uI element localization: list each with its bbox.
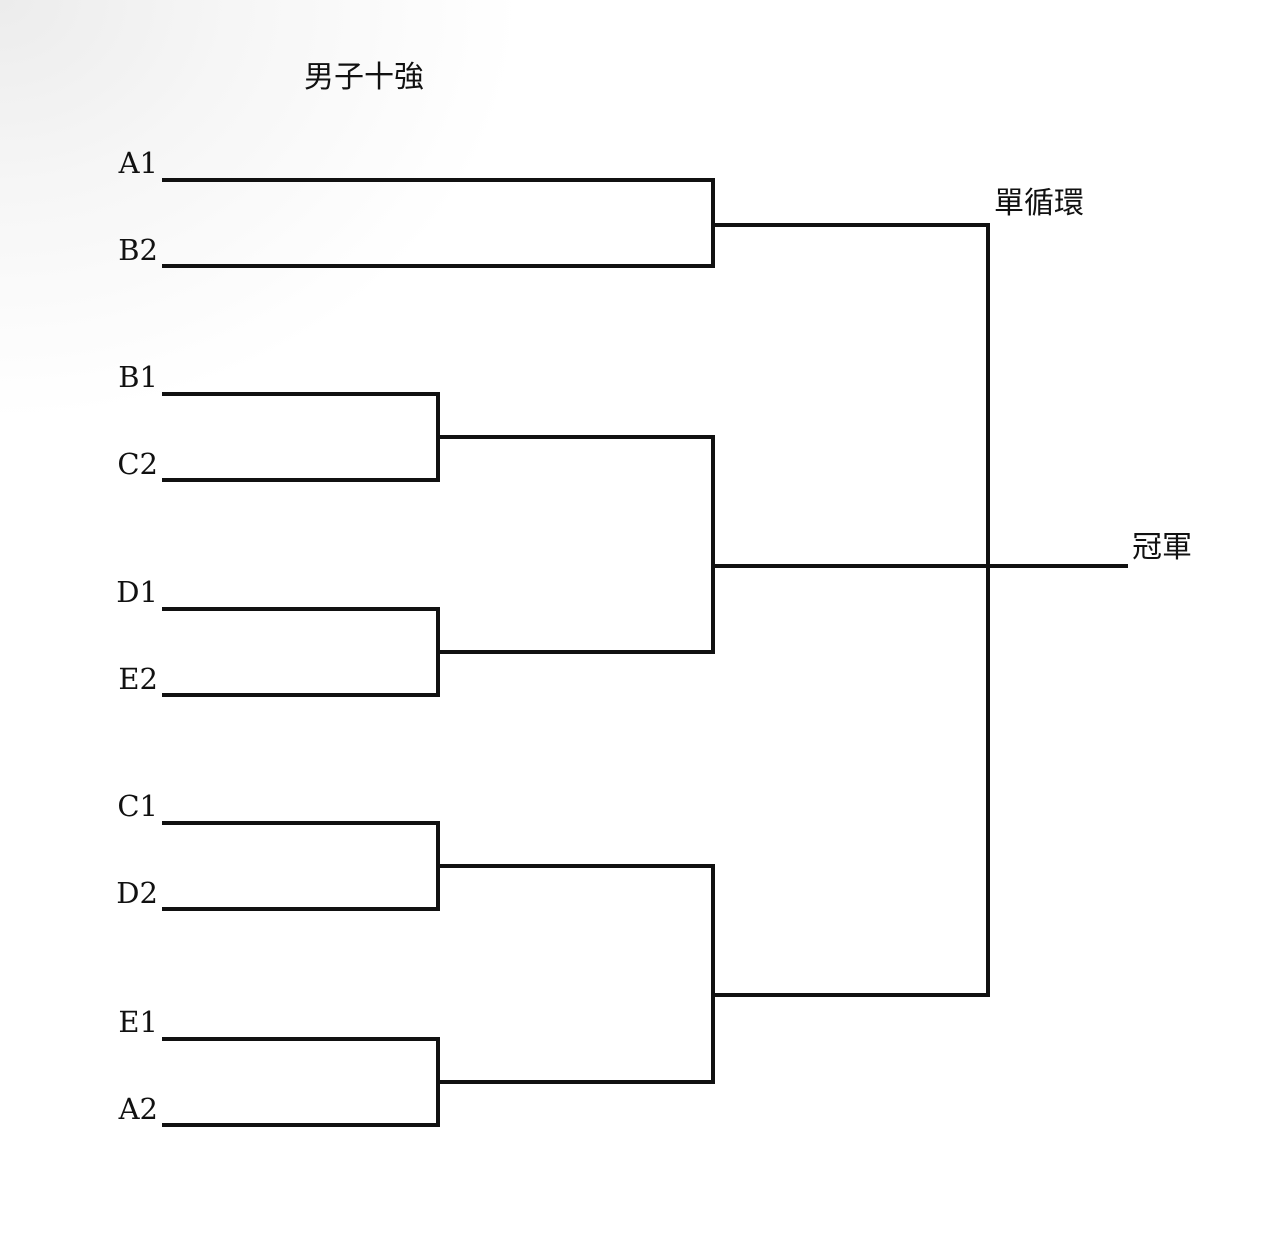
seed-label-10: A2 — [118, 1092, 158, 1126]
bracket-line-a1 — [162, 178, 715, 227]
bracket-line-d1 — [162, 607, 440, 654]
bracket-line-e1 — [162, 1037, 440, 1084]
bracket-line-round2-lower — [436, 864, 715, 1084]
champion-label: 冠軍 — [1132, 530, 1192, 565]
bracket-line-c2 — [162, 435, 440, 482]
seed-label-8: D2 — [116, 876, 158, 910]
bracket-title: 男子十強 — [304, 60, 424, 95]
seed-label-7: C1 — [117, 789, 158, 823]
bracket-line-b1 — [162, 392, 440, 439]
round-robin-label: 單循環 — [994, 186, 1084, 221]
seed-label-9: E1 — [118, 1005, 158, 1039]
seed-label-4: C2 — [117, 447, 158, 481]
bracket-line-a2 — [162, 1080, 440, 1127]
seed-label-2: B2 — [118, 233, 158, 267]
seed-label-3: B1 — [118, 360, 158, 394]
seed-label-1: A1 — [118, 146, 158, 180]
bracket-line-b2 — [162, 223, 715, 268]
bracket-line-e2 — [162, 650, 440, 697]
bracket-line-round2-upper — [436, 435, 715, 654]
seed-label-6: E2 — [118, 662, 158, 696]
seed-label-5: D1 — [116, 575, 158, 609]
bracket-line-d2 — [162, 864, 440, 911]
bracket-line-c1 — [162, 821, 440, 868]
